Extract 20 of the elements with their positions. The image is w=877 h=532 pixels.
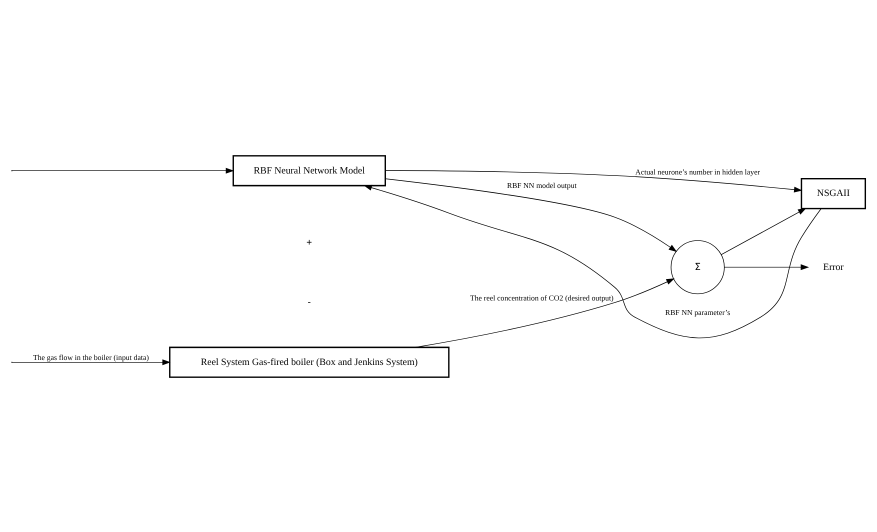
label: - bbox=[308, 296, 311, 308]
edge-label: RBF NN parameter’s bbox=[665, 307, 730, 316]
node-circle: Σ bbox=[670, 240, 725, 294]
edge-label: Actual neurone’s number in hidden layer bbox=[635, 167, 760, 176]
arrow bbox=[414, 278, 675, 348]
node-box: RBF Neural Network Model bbox=[232, 154, 386, 186]
arrow bbox=[724, 264, 810, 270]
arrow bbox=[385, 178, 678, 252]
label: + bbox=[306, 236, 312, 248]
arrow bbox=[385, 170, 802, 192]
arrow bbox=[364, 184, 822, 338]
edge-label: The reel concentration of CO2 (desired output) bbox=[470, 292, 614, 302]
node-box: Reel System Gas-fired boiler (Box and Jenkins System) bbox=[169, 346, 450, 378]
node-text: Error bbox=[823, 261, 844, 272]
node-box: NSGAII bbox=[800, 178, 866, 209]
arrow bbox=[12, 358, 171, 365]
edge-label: The gas flow in the boiler (input data) bbox=[33, 352, 149, 362]
arrow bbox=[720, 208, 806, 255]
arrow bbox=[12, 167, 234, 174]
edge-label: RBF NN model output bbox=[506, 180, 577, 190]
